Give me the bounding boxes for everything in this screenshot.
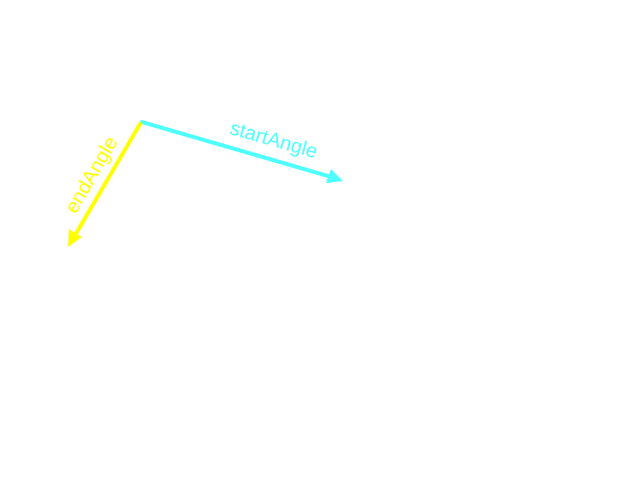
end-angle-arrowhead bbox=[68, 229, 82, 247]
end-angle-arrow: endAngle bbox=[61, 122, 142, 247]
start-angle-arrow: startAngle bbox=[140, 117, 343, 183]
start-angle-label: startAngle bbox=[227, 117, 320, 163]
start-angle-shaft bbox=[140, 120, 330, 178]
start-angle-arrowhead bbox=[326, 169, 343, 183]
end-angle-shaft bbox=[75, 122, 142, 234]
